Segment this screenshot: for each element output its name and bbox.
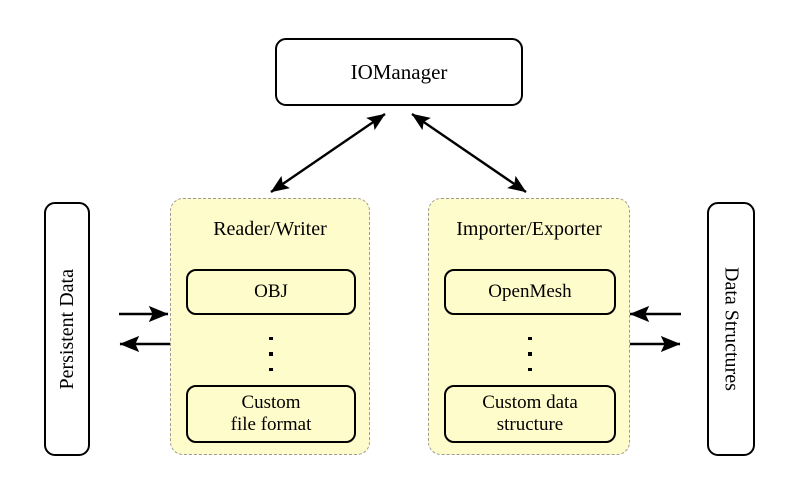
connector-iomanager-readerwriter [270,113,386,193]
item-obj[interactable]: OBJ [186,269,356,315]
node-iomanager[interactable]: IOManager [275,38,523,106]
group-importer-exporter-title: Importer/Exporter [456,218,602,240]
group-reader-writer-ellipsis [266,337,276,371]
node-persistent-data-label: Persistent Data [55,268,78,390]
item-custom-file-format-line1: Custom [241,391,301,413]
item-obj-label: OBJ [254,280,288,302]
group-reader-writer[interactable]: Reader/Writer OBJ Custom file format [170,198,370,455]
node-persistent-data[interactable]: Persistent Data [44,202,90,456]
item-openmesh[interactable]: OpenMesh [444,269,616,315]
group-importer-exporter-ellipsis [525,337,535,371]
node-iomanager-label: IOManager [350,59,448,84]
item-custom-data-structure-line2: structure [496,414,564,435]
item-custom-file-format-line2: file format [230,414,312,435]
item-custom-file-format[interactable]: Custom file format [186,385,356,443]
connector-iomanager-importerexporter [411,113,527,193]
node-data-structures-label: Data Structures [720,267,743,391]
group-reader-writer-title: Reader/Writer [213,218,327,240]
group-importer-exporter[interactable]: Importer/Exporter OpenMesh Custom data s… [428,198,630,455]
item-openmesh-label: OpenMesh [488,280,572,302]
item-custom-data-structure-line1: Custom data [482,391,578,413]
item-custom-data-structure[interactable]: Custom data structure [444,385,616,443]
node-data-structures[interactable]: Data Structures [707,202,755,456]
